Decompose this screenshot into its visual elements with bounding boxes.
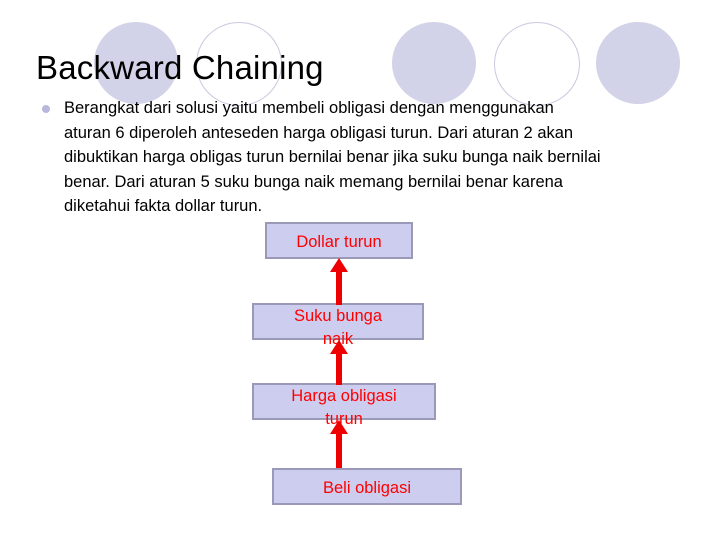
arrow-head-icon — [330, 258, 348, 272]
bullet-list-item: Berangkat dari solusi yaitu membeli obli… — [38, 96, 706, 219]
diagram-box-beli-obligasi[interactable]: Beli obligasi — [272, 468, 462, 505]
diagram-arrow-beli-to-harga[interactable] — [330, 420, 348, 468]
bullet-text-line: Berangkat dari solusi yaitu membeli obli… — [64, 99, 554, 117]
diagram-box-label-beli-obligasi: Beli obligasi — [322, 479, 412, 497]
arrow-head-icon — [330, 340, 348, 354]
bullet-text-line: benar. Dari aturan 5 suku bunga naik mem… — [64, 172, 563, 191]
decorative-ellipse-5 — [596, 22, 680, 104]
bullet-item-text: Berangkat dari solusi yaitu membeli obli… — [64, 96, 706, 219]
bullet-point-icon — [42, 105, 50, 113]
arrow-shaft — [336, 352, 342, 385]
arrow-head-icon — [330, 420, 348, 434]
bullet-text-line: dibuktikan harga obligas turun bernilai … — [64, 148, 601, 167]
arrow-shaft — [336, 270, 342, 305]
decorative-ellipse-4 — [494, 22, 580, 106]
body-text-block: Berangkat dari solusi yaitu membeli obli… — [38, 96, 706, 219]
page-title: Backward Chaining — [36, 49, 324, 86]
diagram-arrow-suku-to-dollar[interactable] — [330, 258, 348, 305]
diagram-box-label-dollar-turun: Dollar turun — [296, 233, 382, 251]
decorative-ellipse-3 — [392, 22, 476, 104]
arrow-shaft — [336, 432, 342, 468]
diagram-box-suku-bunga-naik[interactable]: Suku bunga naik — [252, 303, 424, 348]
diagram-box-dollar-turun[interactable]: Dollar turun — [265, 222, 413, 259]
diagram-arrow-harga-to-suku[interactable] — [330, 340, 348, 385]
bullet-text-line: aturan 6 diperoleh anteseden harga oblig… — [64, 123, 574, 142]
diagram-box-harga-obligasi-turun[interactable]: Harga obligasi turun — [252, 383, 436, 428]
bullet-text-line: diketahui fakta dollar turun. — [64, 197, 263, 216]
